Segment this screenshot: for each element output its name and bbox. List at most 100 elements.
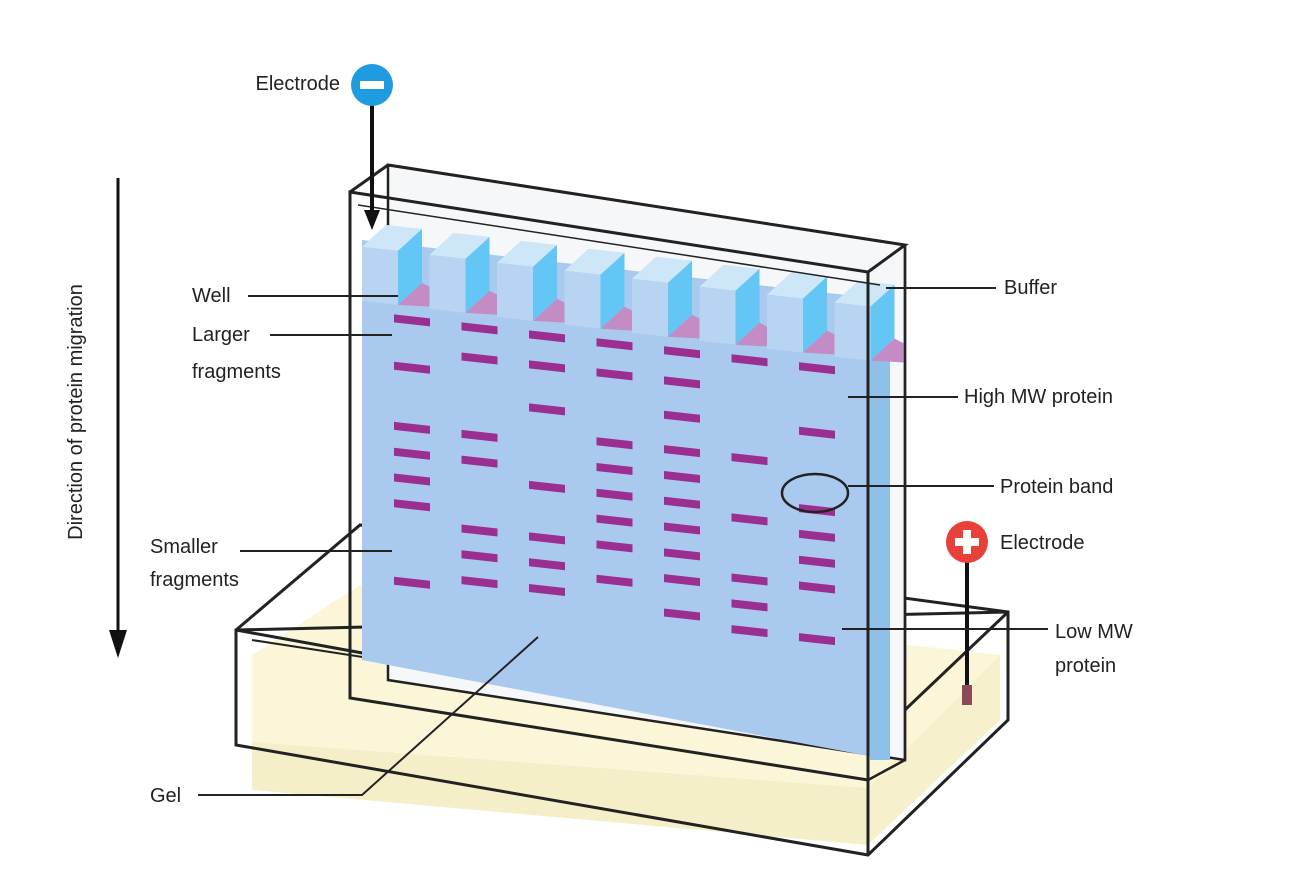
well-tooth-top (564, 248, 625, 275)
protein-band (664, 496, 700, 509)
protein-bands (394, 314, 835, 646)
well-tooth-top (632, 256, 692, 283)
well-sample (803, 330, 839, 355)
wells (362, 224, 907, 363)
protein-band (461, 524, 498, 537)
protein-band (664, 522, 700, 535)
protein-band (394, 447, 430, 460)
protein-band (461, 352, 498, 365)
protein-band (461, 455, 498, 468)
well-sample (870, 338, 907, 363)
direction-label: Direction of protein migration (65, 284, 87, 540)
high-mw-protein-label: High MW protein (964, 386, 1113, 408)
larger-fragments-label-2: fragments (192, 361, 281, 383)
negative-electrode: Electrode (256, 64, 393, 230)
protein-band (731, 599, 768, 612)
protein-band (596, 338, 633, 351)
well-tooth-top (767, 272, 827, 299)
protein-band (799, 426, 835, 439)
well-tooth-front (767, 294, 803, 353)
well-opening (668, 260, 692, 337)
protein-band (664, 470, 700, 483)
direction-arrow: Direction of protein migration (65, 178, 127, 658)
smaller-fragments-label: Smaller (150, 536, 218, 558)
protein-band (461, 550, 498, 563)
protein-band (529, 330, 565, 343)
protein-band (394, 314, 430, 327)
protein-band (596, 574, 633, 587)
protein-band (461, 322, 498, 335)
well-opening (465, 236, 490, 313)
protein-band (731, 354, 768, 367)
minus-icon-bar (360, 81, 384, 89)
front-plate (348, 163, 909, 782)
well-opening (600, 252, 625, 329)
protein-band (664, 376, 700, 389)
well-tooth-top (497, 240, 557, 267)
protein-band (799, 362, 835, 375)
well-tooth-top (429, 232, 490, 259)
well-label: Well (192, 285, 231, 307)
protein-band (529, 532, 565, 545)
positive-electrode: Electrode (946, 521, 1085, 705)
plus-icon-v (963, 530, 971, 554)
well-opening (533, 244, 557, 321)
buffer-label: Buffer (1004, 277, 1057, 299)
protein-band (664, 346, 700, 359)
electrode-positive-label: Electrode (1000, 532, 1085, 554)
well-sample (668, 314, 704, 339)
well-tooth-front (632, 278, 668, 337)
protein-band (596, 462, 633, 475)
protein-band (664, 574, 700, 587)
well-tooth-top (362, 224, 422, 251)
well-sample (398, 282, 434, 307)
gel-label: Gel (150, 785, 181, 807)
well-sample (735, 322, 772, 347)
protein-band (664, 445, 700, 458)
protein-band (529, 558, 565, 571)
tank-front-liquid (252, 742, 868, 845)
smaller-fragments-label-2: fragments (150, 569, 239, 591)
protein-band (461, 576, 498, 589)
gel-side (870, 300, 890, 760)
protein-band (394, 421, 430, 434)
protein-band (596, 514, 633, 527)
protein-band (394, 499, 430, 512)
low-mw-protein-label: Low MW (1055, 621, 1133, 643)
well-tooth-front (429, 254, 466, 313)
protein-band (731, 453, 768, 466)
protein-band (394, 576, 430, 589)
well-opening (870, 284, 895, 361)
protein-band-highlight (780, 472, 850, 514)
negative-electrode-tip (364, 210, 380, 230)
protein-band (596, 437, 633, 450)
protein-band (731, 625, 768, 638)
low-mw-protein-label-2: protein (1055, 655, 1116, 677)
protein-band (664, 410, 700, 423)
protein-band (394, 473, 430, 486)
larger-fragments-label: Larger (192, 324, 250, 346)
electrode-negative-label: Electrode (256, 73, 341, 95)
well-tooth-front (497, 262, 533, 321)
protein-band (394, 361, 430, 374)
protein-band-label: Protein band (1000, 476, 1113, 498)
well-tooth-front (834, 302, 871, 361)
protein-band (799, 581, 835, 594)
protein-band (596, 540, 633, 553)
well-tooth-top (699, 264, 760, 291)
well-opening (735, 268, 760, 345)
protein-band (799, 529, 835, 542)
gel-leader (198, 636, 539, 796)
protein-band (529, 360, 565, 373)
protein-band (731, 513, 768, 526)
well-tooth-front (564, 270, 601, 329)
positive-electrode-tip (962, 685, 972, 705)
front-plate-top (349, 163, 909, 274)
well-tooth-front (699, 286, 736, 345)
protein-band (529, 480, 565, 493)
protein-band (731, 573, 768, 586)
protein-band (664, 608, 700, 621)
protein-band (529, 584, 565, 597)
